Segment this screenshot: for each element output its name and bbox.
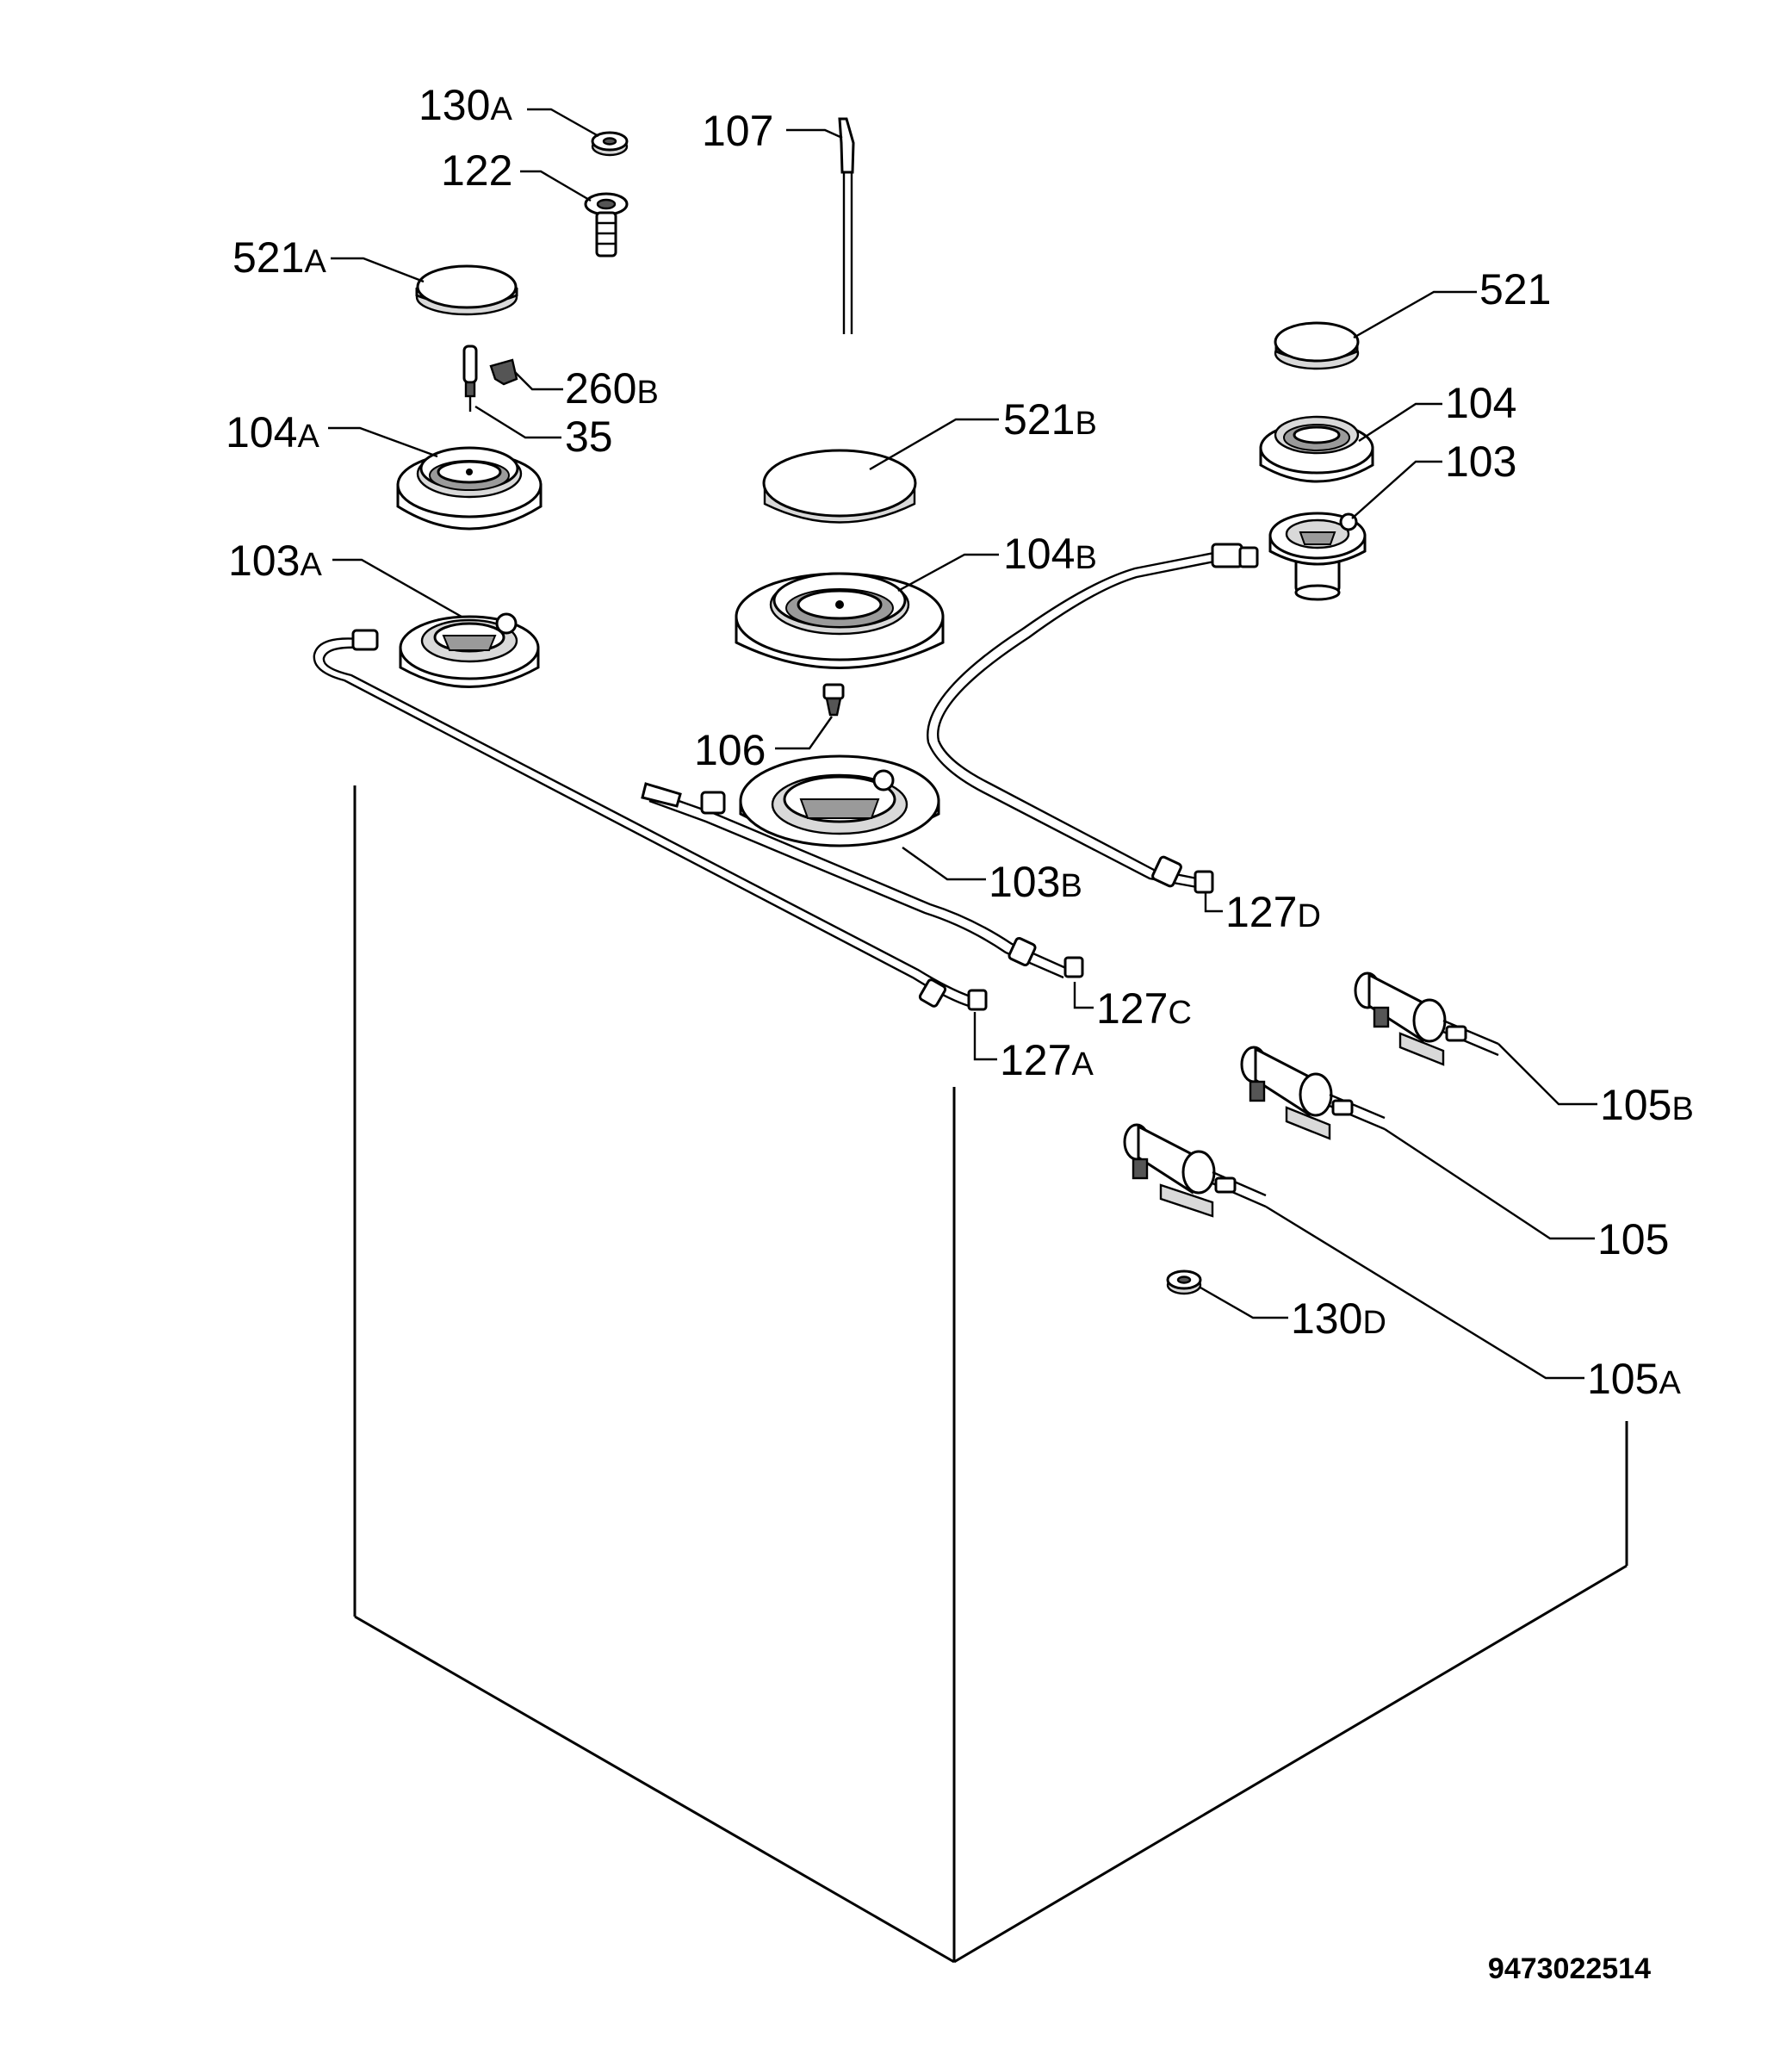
part-105-gas-tap: [1240, 1046, 1386, 1140]
callout-number: 122: [441, 146, 512, 195]
callout-suffix: B: [1075, 540, 1096, 576]
callout-260b: 260B: [565, 364, 659, 413]
part-130a-washer: [591, 131, 629, 157]
callout-105b: 105B: [1600, 1081, 1694, 1129]
callout-130d: 130D: [1291, 1294, 1386, 1343]
part-105a-gas-tap: [1123, 1123, 1267, 1218]
callout-35: 35: [565, 413, 613, 461]
part-260b-clip: [489, 358, 518, 386]
callout-103a: 103A: [228, 537, 322, 585]
callout-number: 127: [1096, 984, 1168, 1033]
callout-number: 104: [226, 408, 297, 456]
part-521b-cap: [762, 449, 917, 524]
callout-suffix: C: [1168, 995, 1191, 1031]
callout-105a: 105A: [1587, 1355, 1681, 1403]
document-id: 9473022514: [1488, 1952, 1651, 1985]
callout-suffix: D: [1362, 1305, 1386, 1341]
callout-104a: 104A: [226, 408, 319, 456]
callout-number: 130: [419, 81, 490, 129]
callout-number: 104: [1445, 379, 1516, 427]
callout-number: 521: [1003, 395, 1075, 444]
pipe-127a: [313, 629, 988, 1011]
callout-suffix: D: [1297, 898, 1320, 934]
callout-number: 127: [1000, 1036, 1071, 1084]
callout-suffix: B: [636, 375, 658, 411]
callout-number: 127: [1225, 888, 1297, 936]
part-105b-gas-tap: [1354, 971, 1499, 1066]
callout-suffix: A: [304, 244, 326, 280]
callout-number: 106: [694, 726, 766, 774]
callout-suffix: B: [1671, 1091, 1693, 1127]
callout-106: 106: [694, 726, 766, 774]
callout-number: 105: [1587, 1355, 1659, 1403]
part-104a-burner-crown: [396, 446, 543, 531]
callout-number: 105: [1597, 1215, 1669, 1263]
callout-number: 260: [565, 364, 636, 413]
leader-lines: [328, 108, 1597, 1380]
part-122-nozzle: [584, 192, 629, 258]
callout-number: 35: [565, 413, 613, 461]
callout-suffix: A: [1659, 1365, 1681, 1401]
part-521a-cap: [415, 264, 518, 316]
part-106-injector: [822, 683, 845, 717]
callout-127a: 127A: [1000, 1036, 1094, 1084]
part-104-burner-crown: [1259, 415, 1374, 483]
callout-number: 105: [1600, 1081, 1671, 1129]
callout-127c: 127C: [1096, 984, 1192, 1033]
callout-number: 103: [228, 537, 300, 585]
callout-107: 107: [702, 107, 773, 155]
part-104b-burner-crown: [735, 572, 945, 669]
callout-122: 122: [441, 146, 512, 195]
part-35-electrode: [462, 344, 478, 412]
callout-suffix: A: [490, 91, 512, 127]
callout-number: 521: [1479, 265, 1551, 313]
callout-104b: 104B: [1003, 530, 1097, 578]
callout-521: 521: [1479, 265, 1551, 313]
pipe-127d: [927, 543, 1259, 894]
callout-127d: 127D: [1225, 888, 1321, 936]
callout-suffix: B: [1060, 868, 1082, 904]
callout-number: 103: [989, 858, 1060, 906]
part-107-thermocouple: [838, 117, 855, 334]
part-521-cap: [1274, 321, 1360, 370]
callout-130a: 130A: [419, 81, 512, 129]
part-103b-burner-base: [739, 754, 940, 847]
part-103a-burner-base: [399, 612, 540, 688]
callout-103b: 103B: [989, 858, 1082, 906]
callout-suffix: A: [1071, 1046, 1094, 1083]
callout-103: 103: [1445, 438, 1516, 486]
callout-521b: 521B: [1003, 395, 1097, 444]
callout-number: 130: [1291, 1294, 1362, 1343]
part-130d-washer: [1166, 1269, 1202, 1295]
pipe-127c: [641, 782, 1084, 979]
callout-number: 104: [1003, 530, 1075, 578]
callout-suffix: B: [1075, 406, 1096, 442]
callout-number: 521: [233, 233, 304, 282]
callout-104: 104: [1445, 379, 1516, 427]
callout-suffix: A: [300, 547, 322, 583]
part-103-burner-base: [1268, 512, 1367, 601]
callout-suffix: A: [297, 419, 319, 455]
callout-105: 105: [1597, 1215, 1669, 1263]
callout-521a: 521A: [233, 233, 326, 282]
callout-number: 103: [1445, 438, 1516, 486]
hob-body-outline: [353, 785, 1628, 1964]
callout-number: 107: [702, 107, 773, 155]
